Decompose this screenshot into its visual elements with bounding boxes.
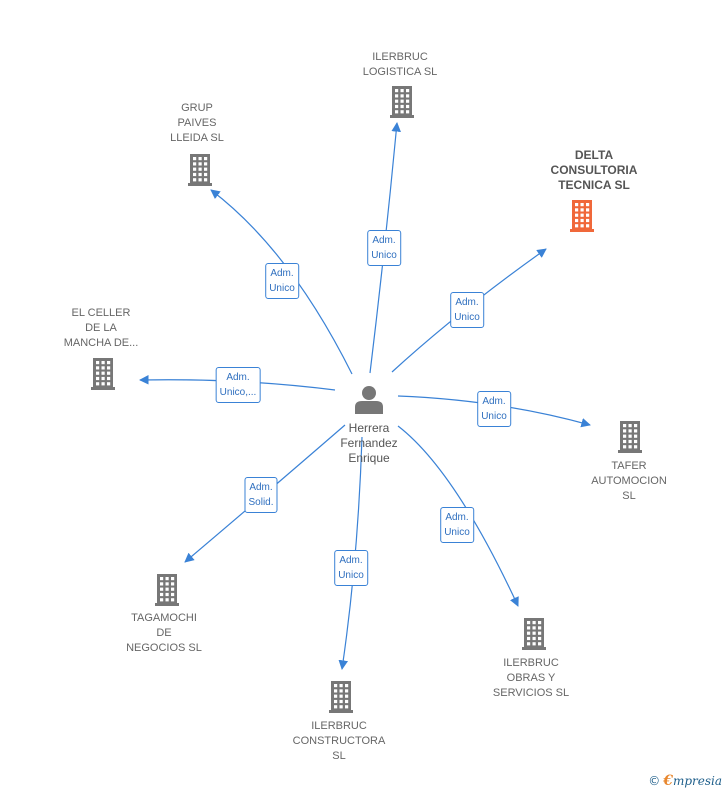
building-icon[interactable] bbox=[522, 618, 546, 650]
edge-ilerbruc-obras bbox=[397, 425, 519, 607]
company-name-el-celler[interactable]: EL CELLER DE LA MANCHA DE... bbox=[63, 307, 139, 349]
building-icon[interactable] bbox=[155, 574, 179, 606]
company-name-grup-paives[interactable]: GRUP PAIVES LLEIDA SL bbox=[170, 102, 224, 144]
building-icon[interactable] bbox=[188, 154, 212, 186]
company-name-delta-consultoria[interactable]: DELTA CONSULTORIA TECNICA SL bbox=[550, 148, 638, 192]
relation-label-tafer-automocion[interactable]: Adm. Unico bbox=[477, 391, 511, 427]
building-icon[interactable] bbox=[570, 200, 594, 232]
relation-label-el-celler[interactable]: Adm. Unico,... bbox=[215, 367, 261, 403]
company-name-tafer-automocion[interactable]: TAFER AUTOMOCION SL bbox=[591, 460, 667, 502]
building-icon[interactable] bbox=[618, 421, 642, 453]
relation-label-ilerbruc-obras[interactable]: Adm. Unico bbox=[440, 507, 474, 543]
relation-label-ilerbruc-logistica[interactable]: Adm. Unico bbox=[367, 230, 401, 266]
brand-name: mpresia bbox=[672, 774, 722, 788]
relation-label-tagamochi[interactable]: Adm. Solid. bbox=[244, 477, 278, 513]
person-icon[interactable] bbox=[355, 386, 383, 414]
relation-label-ilerbruc-constructora[interactable]: Adm. Unico bbox=[334, 550, 368, 586]
building-icon[interactable] bbox=[390, 86, 414, 118]
brand-watermark: ©€mpresia bbox=[648, 773, 722, 789]
building-icon[interactable] bbox=[91, 358, 115, 390]
company-name-ilerbruc-logistica[interactable]: ILERBRUC LOGISTICA SL bbox=[362, 51, 438, 78]
relation-label-grup-paives[interactable]: Adm. Unico bbox=[265, 263, 299, 299]
relation-label-delta-consultoria[interactable]: Adm. Unico bbox=[450, 292, 484, 328]
company-name-ilerbruc-constructora[interactable]: ILERBRUC CONSTRUCTORA SL bbox=[292, 720, 386, 762]
building-icon[interactable] bbox=[329, 681, 353, 713]
copyright-symbol: © bbox=[648, 774, 661, 788]
company-name-ilerbruc-obras[interactable]: ILERBRUC OBRAS Y SERVICIOS SL bbox=[492, 657, 570, 699]
center-person-name[interactable]: Herrera Fernandez Enrique bbox=[340, 421, 398, 465]
company-name-tagamochi[interactable]: TAGAMOCHI DE NEGOCIOS SL bbox=[126, 612, 202, 654]
brand-initial: € bbox=[663, 773, 673, 789]
